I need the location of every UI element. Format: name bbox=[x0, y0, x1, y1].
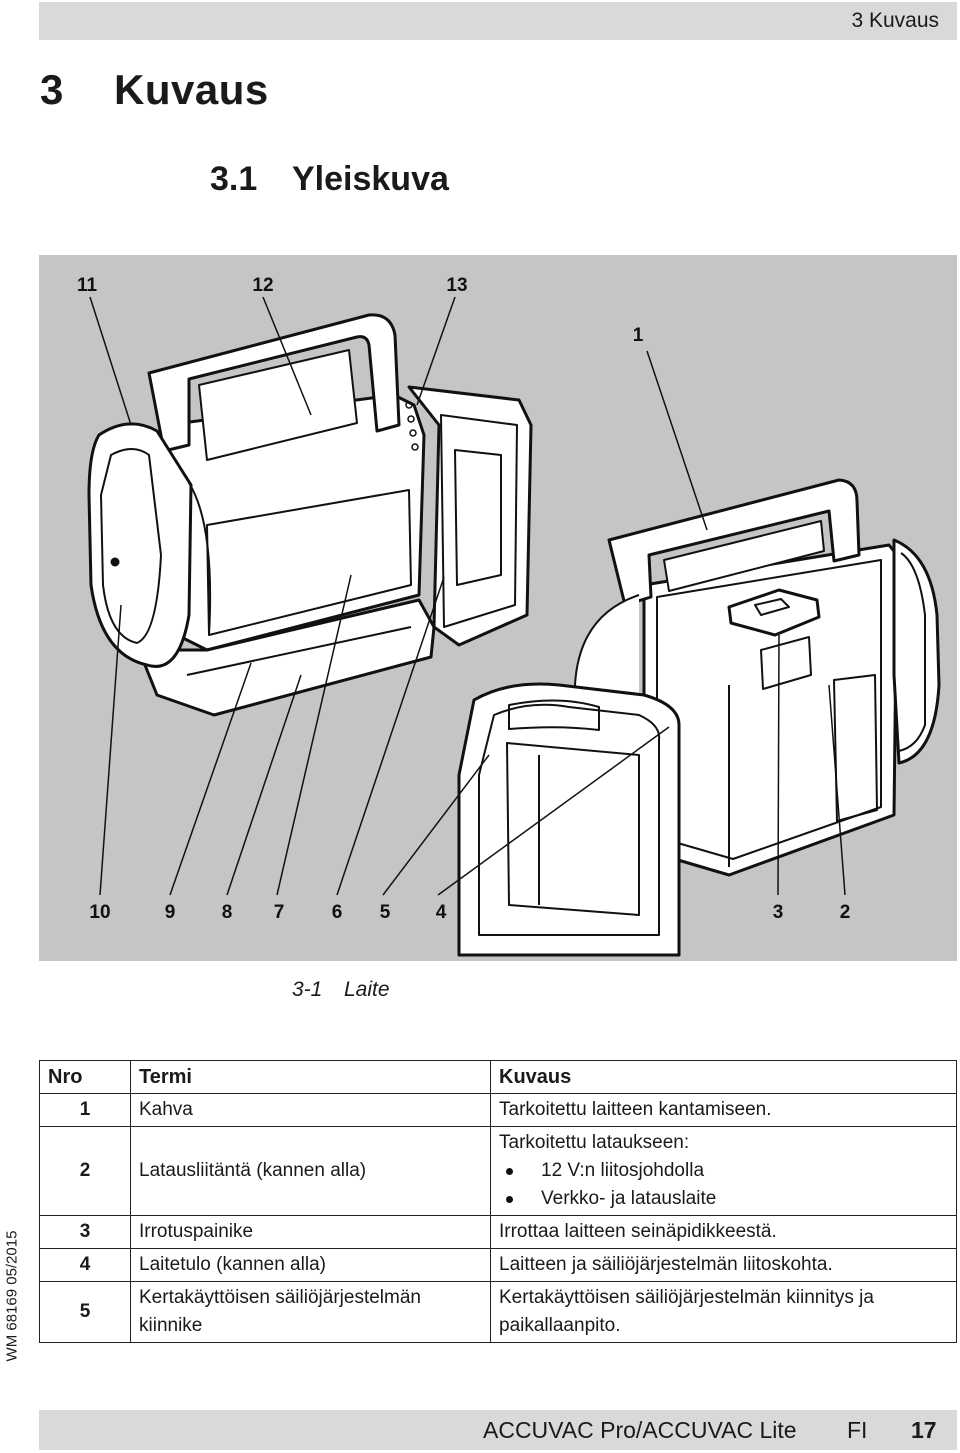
left-device-side-drum bbox=[87, 422, 193, 668]
row-nro: 3 bbox=[39, 1215, 131, 1249]
figure-caption: 3-1 Laite bbox=[292, 978, 390, 1002]
table-row: 4 Laitetulo (kannen alla) Laitteen ja sä… bbox=[39, 1248, 957, 1282]
device-illustration: 11 12 13 1 10 9 8 7 6 5 4 3 2 bbox=[77, 275, 941, 957]
page-footer: ACCUVAC Pro/ACCUVAC Lite FI 17 bbox=[39, 1410, 957, 1450]
callout-13: 13 bbox=[446, 275, 467, 296]
device-figure: 11 12 13 1 10 9 8 7 6 5 4 3 2 bbox=[39, 255, 957, 961]
row-term: Latausliitäntä (kannen alla) bbox=[130, 1126, 491, 1216]
left-device-handle bbox=[147, 313, 401, 453]
row-desc: Tarkoitettu lataukseen: 12 V:n liitosjoh… bbox=[490, 1126, 957, 1216]
section-number: 3.1 bbox=[210, 160, 258, 198]
callout-2: 2 bbox=[840, 902, 851, 923]
row-desc: Tarkoitettu laitteen kantamiseen. bbox=[490, 1093, 957, 1127]
bullet-list: 12 V:n liitosjohdolla Verkko- ja latausl… bbox=[499, 1157, 948, 1213]
section-title: 3.1 Yleiskuva bbox=[210, 160, 449, 199]
row-nro: 1 bbox=[39, 1093, 131, 1127]
running-header-title: 3 Kuvaus bbox=[851, 9, 939, 32]
chapter-title-text: Kuvaus bbox=[114, 66, 269, 113]
row-nro: 4 bbox=[39, 1248, 131, 1282]
page-number: 17 bbox=[911, 1417, 937, 1443]
row-desc: Kertakäyttöisen säiliöjärjestelmän kiinn… bbox=[490, 1281, 957, 1343]
running-header: 3 Kuvaus bbox=[39, 2, 957, 40]
callout-10: 10 bbox=[89, 902, 110, 923]
row-nro: 5 bbox=[39, 1281, 131, 1343]
footer-language: FI bbox=[847, 1417, 868, 1443]
callout-1: 1 bbox=[633, 325, 644, 346]
row-term: Kertakäyttöisen säiliöjärjestelmän kiinn… bbox=[130, 1281, 491, 1343]
list-item: Verkko- ja latauslaite bbox=[506, 1185, 948, 1213]
callout-4: 4 bbox=[436, 902, 447, 923]
table-header-row: Nro Termi Kuvaus bbox=[39, 1060, 957, 1094]
col-header-term: Termi bbox=[130, 1060, 491, 1094]
chapter-number: 3 bbox=[40, 66, 64, 113]
row-term: Irrotuspainike bbox=[130, 1215, 491, 1249]
row-desc: Irrottaa laitteen seinäpidikkeestä. bbox=[490, 1215, 957, 1249]
row-desc-text: Tarkoitettu lataukseen: bbox=[499, 1132, 690, 1153]
col-header-desc: Kuvaus bbox=[490, 1060, 957, 1094]
left-device-base bbox=[137, 598, 436, 717]
callout-5: 5 bbox=[380, 902, 391, 923]
right-device-side-drum bbox=[892, 538, 941, 765]
row-term: Kahva bbox=[130, 1093, 491, 1127]
callout-8: 8 bbox=[222, 902, 233, 923]
callout-11: 11 bbox=[77, 275, 98, 296]
table-row: 3 Irrotuspainike Irrottaa laitteen seinä… bbox=[39, 1215, 957, 1249]
right-device-release-button bbox=[727, 588, 821, 637]
figure-caption-number: 3-1 bbox=[292, 978, 323, 1001]
table-row: 1 Kahva Tarkoitettu laitteen kantamiseen… bbox=[39, 1093, 957, 1127]
left-wall-mount bbox=[407, 385, 533, 647]
row-desc: Laitteen ja säiliöjärjestelmän liitoskoh… bbox=[490, 1248, 957, 1282]
callout-3: 3 bbox=[773, 902, 784, 923]
callout-9: 9 bbox=[165, 902, 176, 923]
figure-caption-text: Laite bbox=[344, 978, 390, 1001]
right-container-holder bbox=[457, 682, 681, 957]
footer-product: ACCUVAC Pro/ACCUVAC Lite bbox=[483, 1417, 797, 1443]
callout-7: 7 bbox=[274, 902, 285, 923]
section-title-text: Yleiskuva bbox=[292, 160, 449, 198]
list-item: 12 V:n liitosjohdolla bbox=[506, 1157, 948, 1185]
table-row: 2 Latausliitäntä (kannen alla) Tarkoitet… bbox=[39, 1126, 957, 1216]
chapter-title: 3 Kuvaus bbox=[40, 66, 269, 114]
document-code: WM 68169 05/2015 bbox=[0, 1211, 24, 1381]
row-nro: 2 bbox=[39, 1126, 131, 1216]
component-table: Nro Termi Kuvaus 1 Kahva Tarkoitettu lai… bbox=[39, 1060, 957, 1343]
callout-6: 6 bbox=[332, 902, 343, 923]
document-code-text: WM 68169 05/2015 bbox=[3, 1230, 21, 1362]
right-device-handle bbox=[607, 478, 861, 607]
row-term: Laitetulo (kannen alla) bbox=[130, 1248, 491, 1282]
table-row: 5 Kertakäyttöisen säiliöjärjestelmän kii… bbox=[39, 1281, 957, 1343]
col-header-nro: Nro bbox=[39, 1060, 131, 1094]
callout-12: 12 bbox=[252, 275, 273, 296]
